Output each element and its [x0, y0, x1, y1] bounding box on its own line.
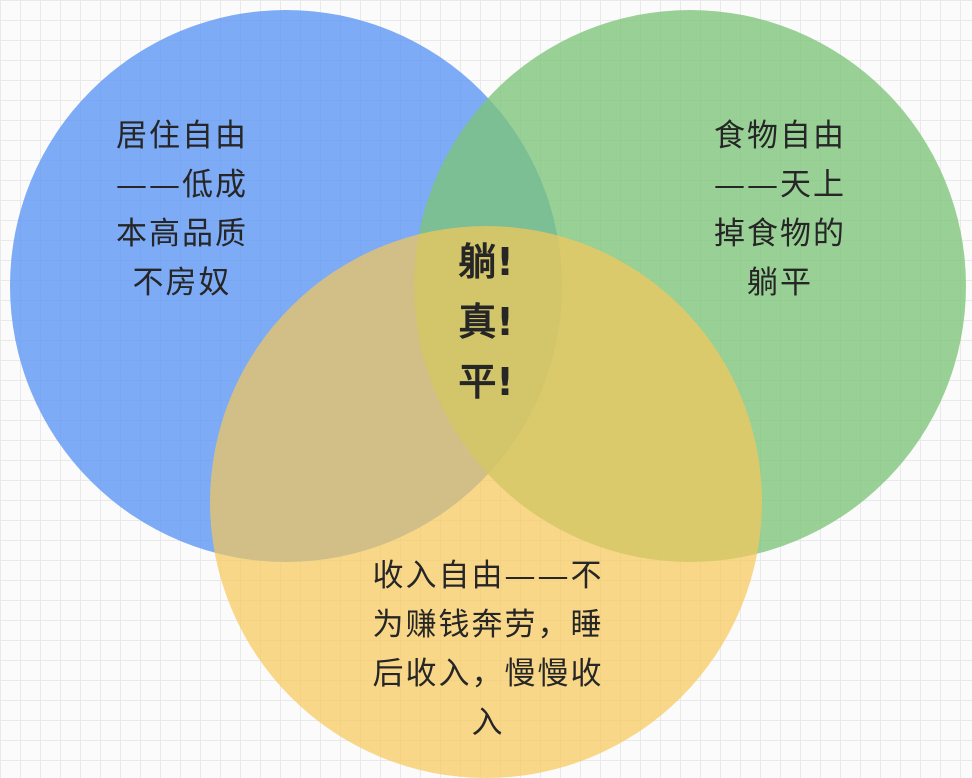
- income-label-line: 入: [471, 705, 505, 741]
- food-label-line: 掉食物的: [714, 216, 846, 252]
- income-freedom-label: 收入自由——不 为赚钱奔劳，睡 后收入，慢慢收 入: [338, 552, 638, 748]
- center-intersection-label: 躺! 真! 平!: [430, 232, 542, 412]
- income-label-line: 后收入，慢慢收: [372, 656, 604, 692]
- food-freedom-label: 食物自由 ——天上 掉食物的 躺平: [690, 112, 870, 308]
- housing-label-line: 不房奴: [132, 265, 232, 301]
- housing-label-line: 本高品质: [116, 216, 248, 252]
- food-label-line: ——天上: [714, 167, 846, 203]
- center-label-line: 躺!: [458, 240, 514, 284]
- housing-label-line: ——低成: [116, 167, 248, 203]
- food-label-line: 躺平: [747, 265, 813, 301]
- income-label-line: 为赚钱奔劳，睡: [372, 607, 604, 643]
- center-label-line: 平!: [458, 360, 514, 404]
- housing-label-line: 居住自由: [116, 118, 248, 154]
- income-label-line: 收入自由——不: [372, 558, 604, 594]
- center-label-line: 真!: [458, 300, 514, 344]
- housing-freedom-label: 居住自由 ——低成 本高品质 不房奴: [92, 112, 272, 308]
- income-freedom-circle: [210, 226, 762, 778]
- food-label-line: 食物自由: [714, 118, 846, 154]
